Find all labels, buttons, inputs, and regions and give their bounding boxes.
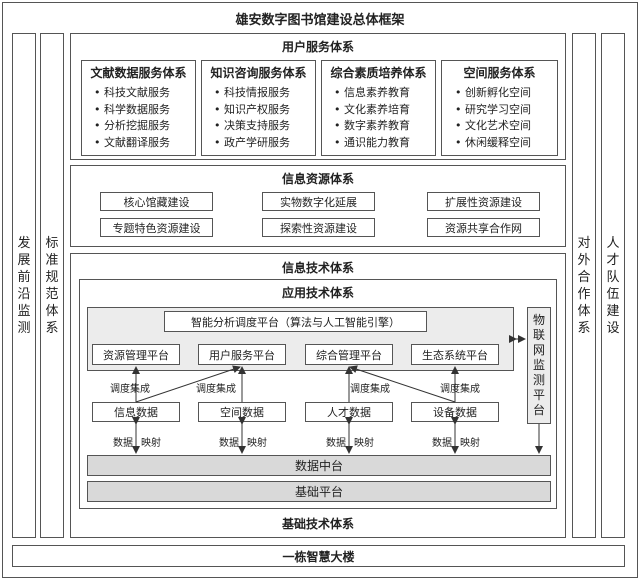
list-item: 休闲缓释空间 <box>455 135 531 152</box>
user-service-title: 用户服务体系 <box>281 39 354 54</box>
list-item: 文献翻译服务 <box>94 135 170 152</box>
left-col-frontier-monitoring: 发展前沿监测 <box>12 33 36 538</box>
resource-exploratory: 探索性资源建设 <box>262 218 375 237</box>
map-label: 映射 <box>460 438 480 449</box>
list-item: 研究学习空间 <box>455 102 531 119</box>
integrate-label: 调度集成 <box>196 384 236 395</box>
resource-physical-digitization: 实物数字化延展 <box>262 192 375 211</box>
group-title: 知识咨询服务体系 <box>210 66 307 80</box>
list-item: 分析挖掘服务 <box>94 118 170 135</box>
group-knowledge-consulting: 知识咨询服务体系 科技情报服务 知识产权服务 决策支持服务 政产学研服务 <box>201 60 316 156</box>
right-col-label: 人才队伍建设 <box>606 235 620 336</box>
group-title: 文献数据服务体系 <box>90 66 187 80</box>
right-col-label: 对外合作体系 <box>577 235 591 336</box>
base-platform-bar: 基础平台 <box>87 481 551 502</box>
list-item: 信息素养教育 <box>334 85 410 102</box>
data-center-bar: 数据中台 <box>87 455 551 476</box>
list-item: 科技情报服务 <box>214 85 290 102</box>
platform-ecosystem: 生态系统平台 <box>411 344 499 365</box>
resource-core-collection: 核心馆藏建设 <box>100 192 213 211</box>
map-label: 映射 <box>247 438 267 449</box>
list-item: 文化艺术空间 <box>455 118 531 135</box>
platform-user-service: 用户服务平台 <box>198 344 286 365</box>
arrow-integrate <box>135 365 241 403</box>
arrow-integrate <box>349 365 456 403</box>
smart-analysis-platform: 智能分析调度平台（算法与人工智能引擎） <box>164 311 427 332</box>
resource-sharing-network: 资源共享合作网 <box>427 218 540 237</box>
group-comprehensive-quality: 综合素质培养体系 信息素养教育 文化素养培育 数字素养教育 通识能力教育 <box>321 60 436 156</box>
list-item: 知识产权服务 <box>214 102 290 119</box>
group-space-service: 空间服务体系 创新孵化空间 研究学习空间 文化艺术空间 休闲缓释空间 <box>441 60 558 156</box>
list-item: 通识能力教育 <box>334 135 410 152</box>
data-label: 数据 <box>113 438 133 449</box>
left-col-label: 标准规范体系 <box>45 235 59 336</box>
app-tech-title: 应用技术体系 <box>281 285 354 300</box>
map-label: 映射 <box>141 438 161 449</box>
resource-featured-topics: 专题特色资源建设 <box>100 218 213 237</box>
diagram-title: 雄安数字图书馆建设总体框架 <box>235 12 405 28</box>
left-col-label: 发展前沿监测 <box>17 235 31 336</box>
list-item: 文化素养培育 <box>334 102 410 119</box>
list-item: 数字素养教育 <box>334 118 410 135</box>
list-item: 科学数据服务 <box>94 102 170 119</box>
left-col-standards: 标准规范体系 <box>40 33 64 538</box>
map-label: 映射 <box>354 438 374 449</box>
platform-comprehensive-mgmt: 综合管理平台 <box>305 344 393 365</box>
group-title: 空间服务体系 <box>463 66 536 80</box>
smart-building-bar: 一栋智慧大楼 <box>12 545 625 567</box>
data-equipment: 设备数据 <box>411 402 499 422</box>
data-label: 数据 <box>326 438 346 449</box>
list-item: 政产学研服务 <box>214 135 290 152</box>
iot-monitoring-platform: 物联网监测平台 <box>527 307 551 424</box>
data-label: 数据 <box>219 438 239 449</box>
right-col-external-cooperation: 对外合作体系 <box>572 33 596 538</box>
list-item: 科技文献服务 <box>94 85 170 102</box>
data-talent: 人才数据 <box>305 402 393 422</box>
list-item: 决策支持服务 <box>214 118 290 135</box>
integrate-label: 调度集成 <box>350 384 390 395</box>
right-col-talent-team: 人才队伍建设 <box>601 33 625 538</box>
info-resource-title: 信息资源体系 <box>281 171 354 186</box>
info-tech-title: 信息技术体系 <box>281 260 354 275</box>
iot-label: 物联网监测平台 <box>532 313 545 417</box>
data-label: 数据 <box>432 438 452 449</box>
group-title: 综合素质培养体系 <box>330 66 427 80</box>
platform-resource-mgmt: 资源管理平台 <box>92 344 180 365</box>
group-literature-data: 文献数据服务体系 科技文献服务 科学数据服务 分析挖掘服务 文献翻译服务 <box>81 60 196 156</box>
integrate-label: 调度集成 <box>110 384 150 395</box>
base-tech-title: 基础技术体系 <box>281 516 354 531</box>
integrate-label: 调度集成 <box>440 384 480 395</box>
list-item: 创新孵化空间 <box>455 85 531 102</box>
resource-extended: 扩展性资源建设 <box>427 192 540 211</box>
